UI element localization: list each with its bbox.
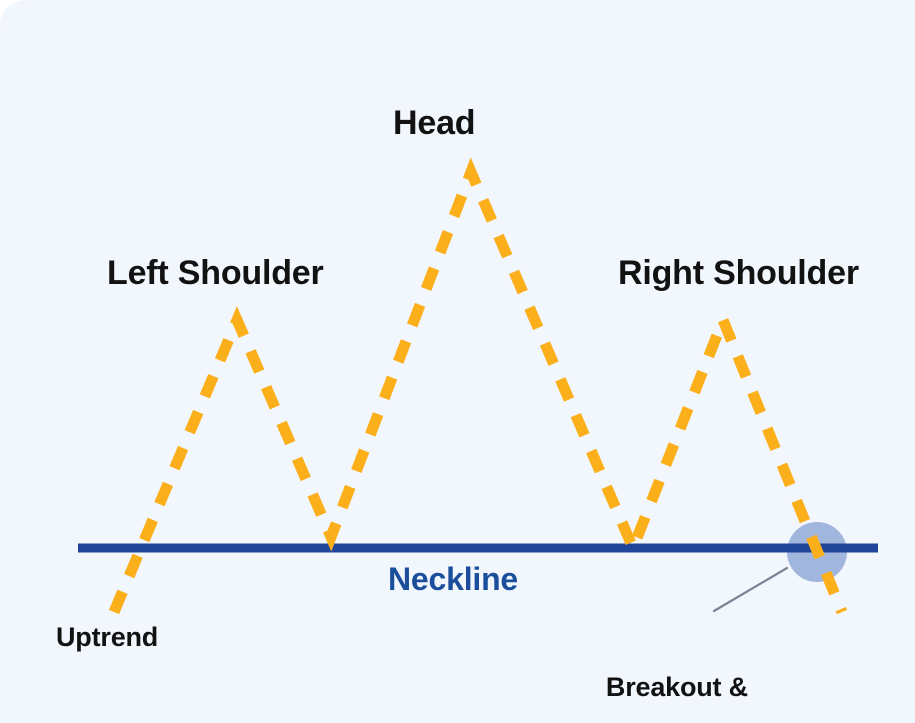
label-breakout-callout: Breakout & trend reversal [589,609,765,723]
breakout-callout-line1: Breakout & [605,671,748,702]
breakout-leader-line [712,566,789,613]
price-path-dashed [108,157,848,615]
label-head: Head [393,104,476,142]
label-neckline: Neckline [388,561,519,597]
label-uptrend: Uptrend [56,622,159,652]
label-left-shoulder: Left Shoulder [107,254,324,292]
label-right-shoulder: Right Shoulder [618,254,859,292]
